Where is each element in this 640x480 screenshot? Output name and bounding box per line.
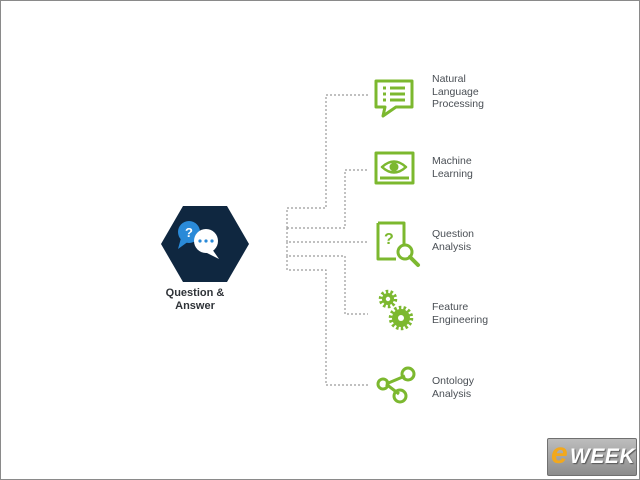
eweek-logo-e: e — [551, 437, 568, 470]
label-line: Processing — [432, 98, 484, 110]
label-line: Question — [432, 228, 475, 240]
eye-monitor-icon — [374, 151, 415, 185]
connector-ml — [287, 169, 368, 229]
label-line: Learning — [432, 167, 473, 180]
connector-oa — [286, 256, 368, 386]
label-line: Language — [432, 85, 479, 98]
label-nlp: Natural Language Processing — [432, 73, 542, 111]
hub-node: ? — [161, 206, 249, 282]
label-line: Machine — [432, 155, 472, 167]
label-oa: Ontology Analysis — [432, 375, 542, 400]
hub-label-line1: Question & — [165, 287, 225, 299]
label-line: Analysis — [432, 387, 472, 400]
document-list-icon — [374, 79, 414, 118]
connector-lines — [286, 94, 368, 386]
label-line: Analysis — [432, 240, 472, 253]
label-ml: Machine Learning — [432, 155, 542, 180]
hub-label: Question & Answer — [140, 287, 250, 313]
label-line: Feature — [432, 301, 469, 313]
svg-text:?: ? — [384, 231, 394, 248]
question-magnifier-icon: ? — [376, 221, 420, 267]
gears-icon — [378, 289, 414, 331]
nodes-graph-icon — [376, 366, 416, 404]
svg-text:?: ? — [185, 225, 193, 240]
label-line: Natural — [432, 73, 466, 85]
label-fe: Feature Engineering — [432, 301, 542, 326]
chat-bubbles-icon: ? — [178, 221, 219, 259]
connector-qa — [286, 228, 368, 243]
connector-nlp — [286, 94, 368, 228]
connector-fe — [286, 242, 368, 315]
eweek-logo-week: WEEK — [570, 445, 635, 468]
label-qa: Question Analysis — [432, 228, 542, 253]
label-line: Ontology — [432, 375, 475, 387]
eweek-logo — [547, 438, 637, 476]
label-line: Engineering — [432, 313, 489, 326]
hub-label-line2: Answer — [175, 300, 215, 312]
